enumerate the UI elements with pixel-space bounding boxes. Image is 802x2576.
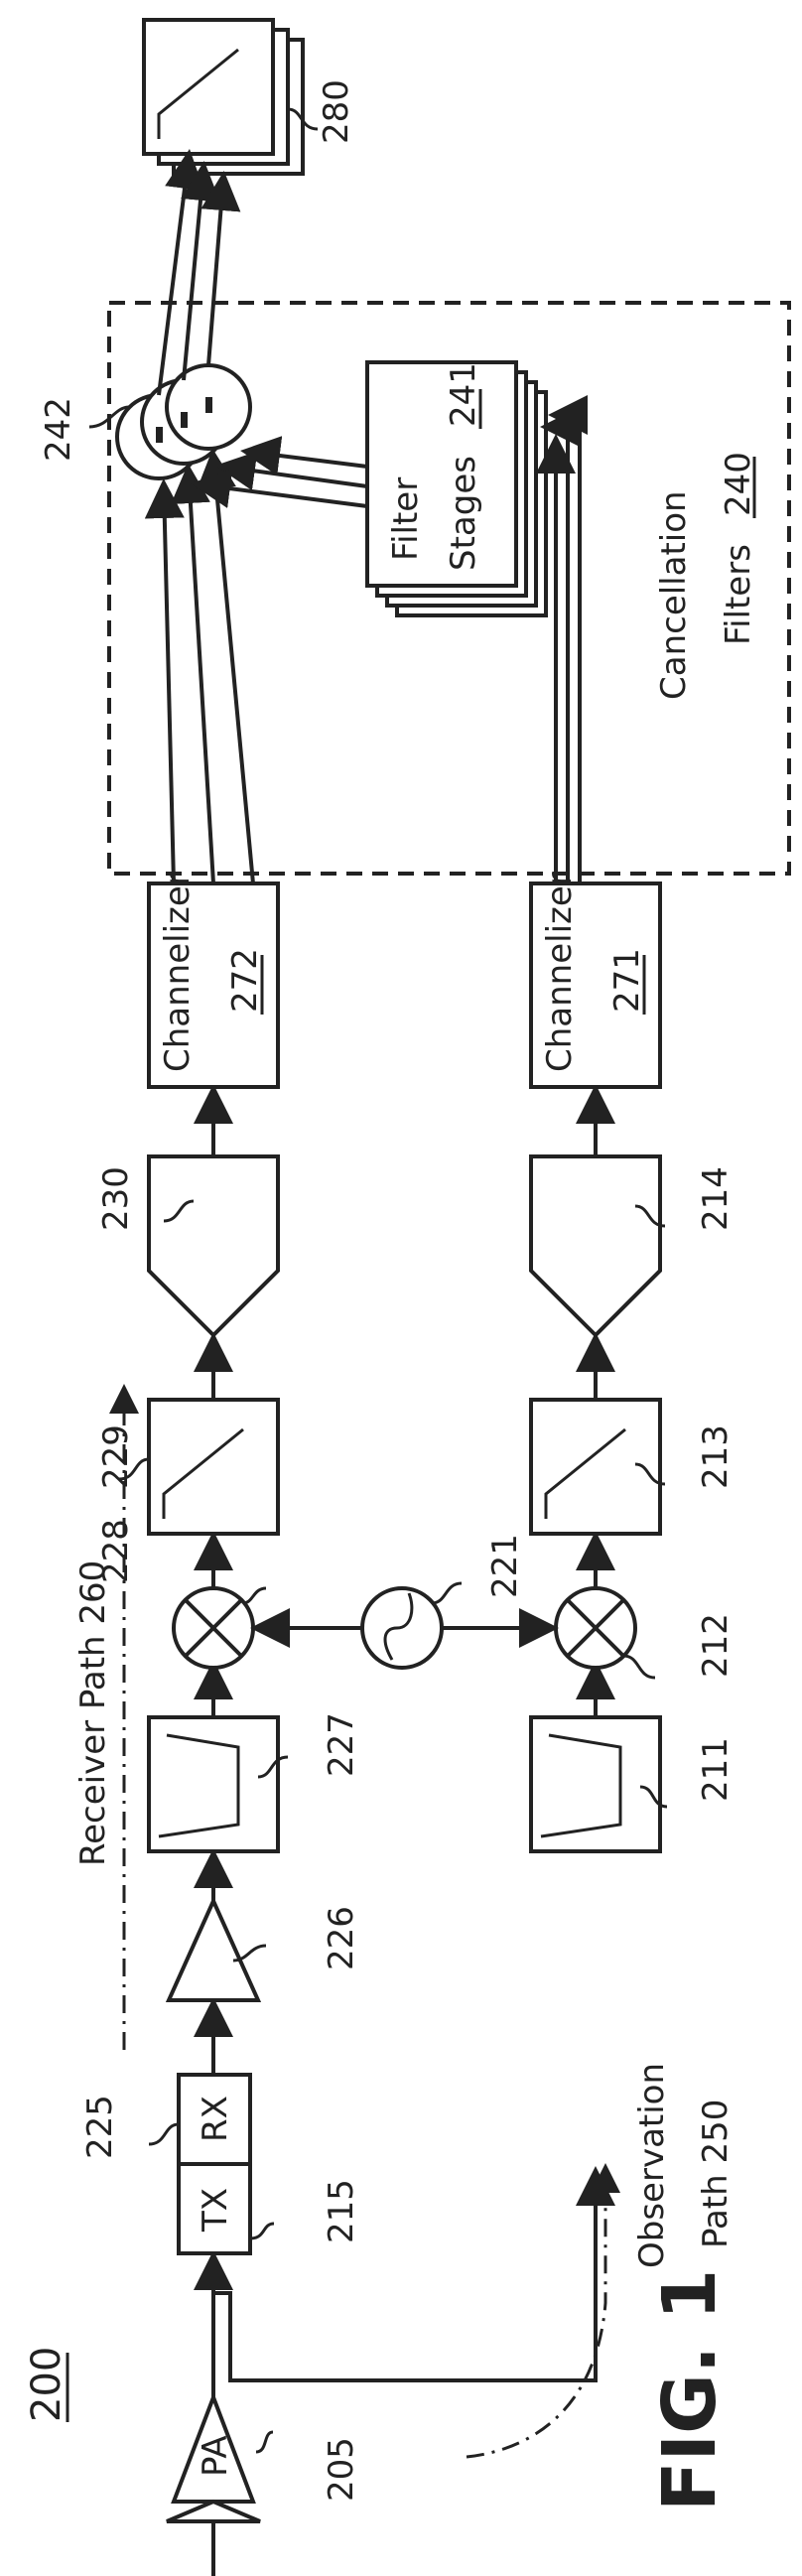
combiner-output-3 bbox=[208, 179, 223, 365]
tx-ref: 215 bbox=[322, 2179, 361, 2243]
observation-path-label-1: Observation bbox=[632, 2063, 672, 2268]
bpf-obs-ref: 211 bbox=[696, 1737, 735, 1802]
adc-obs-ref: 214 bbox=[696, 1166, 735, 1231]
rx-block: RX bbox=[179, 2075, 250, 2164]
receiver-path-label: Receiver Path 260 bbox=[73, 1560, 113, 1866]
lo-ref: 221 bbox=[485, 1534, 525, 1598]
mixer-obs-leader bbox=[623, 1656, 655, 1678]
bpf-rx-ref: 227 bbox=[322, 1712, 361, 1777]
rx-leader bbox=[149, 2124, 179, 2144]
cancellation-ref: 240 bbox=[719, 452, 758, 516]
output-filters-stack bbox=[144, 20, 303, 174]
tx-leader bbox=[250, 2224, 274, 2238]
channelizer-rx: Channelizer 272 bbox=[149, 872, 278, 1087]
cancellation-label-2: Filters bbox=[719, 544, 758, 645]
filter-output-1 bbox=[248, 452, 367, 467]
pa-label: PA bbox=[196, 2435, 235, 2477]
rx-label: RX bbox=[196, 2096, 235, 2142]
pa-leader bbox=[256, 2432, 273, 2452]
tx-label: TX bbox=[196, 2188, 235, 2233]
adc-rx-ref: 230 bbox=[96, 1166, 136, 1231]
outputs-ref: 280 bbox=[317, 79, 356, 144]
filter-stages-label-2: Stages bbox=[444, 456, 483, 571]
combiner-output-2 bbox=[184, 169, 203, 380]
bpf-obs-block bbox=[531, 1717, 660, 1851]
mixer-rx bbox=[174, 1588, 253, 1668]
filter-output-2 bbox=[223, 467, 367, 486]
filter-stages-ref: 241 bbox=[444, 362, 483, 427]
observation-path-label-2: Path 250 bbox=[696, 2100, 735, 2248]
pa-amplifier: PA bbox=[167, 2397, 260, 2521]
figure-number-label: 200 bbox=[24, 2347, 69, 2422]
local-oscillator bbox=[362, 1588, 442, 1668]
bpf-rx-block bbox=[149, 1717, 278, 1851]
mixer-rx-leader bbox=[243, 1588, 266, 1603]
lpf-rx-ref: 229 bbox=[96, 1424, 136, 1489]
rx-chan-output-1 bbox=[164, 486, 174, 883]
observation-path-indicator bbox=[467, 2169, 605, 2457]
rx-chan-output-2 bbox=[189, 472, 213, 883]
cancellation-label-1: Cancellation bbox=[654, 490, 694, 700]
chan-rx-label: Channelizer bbox=[158, 872, 198, 1072]
lpf-rx-block bbox=[149, 1400, 278, 1534]
rx-ref: 225 bbox=[80, 2095, 120, 2159]
lpf-obs-ref: 213 bbox=[696, 1424, 735, 1489]
filter-output-3 bbox=[199, 484, 367, 506]
adc-rx bbox=[149, 1156, 278, 1335]
lo-leader bbox=[432, 1583, 462, 1603]
combiners-stack bbox=[117, 365, 250, 478]
chan-obs-label: Channelizer bbox=[540, 872, 580, 1072]
lna-amplifier bbox=[169, 1901, 258, 2000]
combiners-ref: 242 bbox=[39, 397, 78, 462]
svg-text:200: 200 bbox=[24, 2347, 69, 2422]
tx-block: TX bbox=[179, 2164, 250, 2253]
rx-chan-output-3 bbox=[213, 457, 253, 883]
observation-tap-line bbox=[213, 2204, 596, 2380]
filter-stages-label-1: Filter bbox=[386, 477, 426, 561]
chan-rx-ref: 272 bbox=[225, 948, 265, 1013]
pa-ref: 205 bbox=[322, 2437, 361, 2502]
chan-obs-ref: 271 bbox=[607, 948, 647, 1013]
mixer-obs-ref: 212 bbox=[696, 1613, 735, 1678]
channelizer-obs: Channelizer 271 bbox=[531, 872, 660, 1087]
adc-obs bbox=[531, 1156, 660, 1335]
figure-caption: FIG. 1 bbox=[647, 2269, 733, 2511]
lna-ref: 226 bbox=[322, 1906, 361, 1970]
